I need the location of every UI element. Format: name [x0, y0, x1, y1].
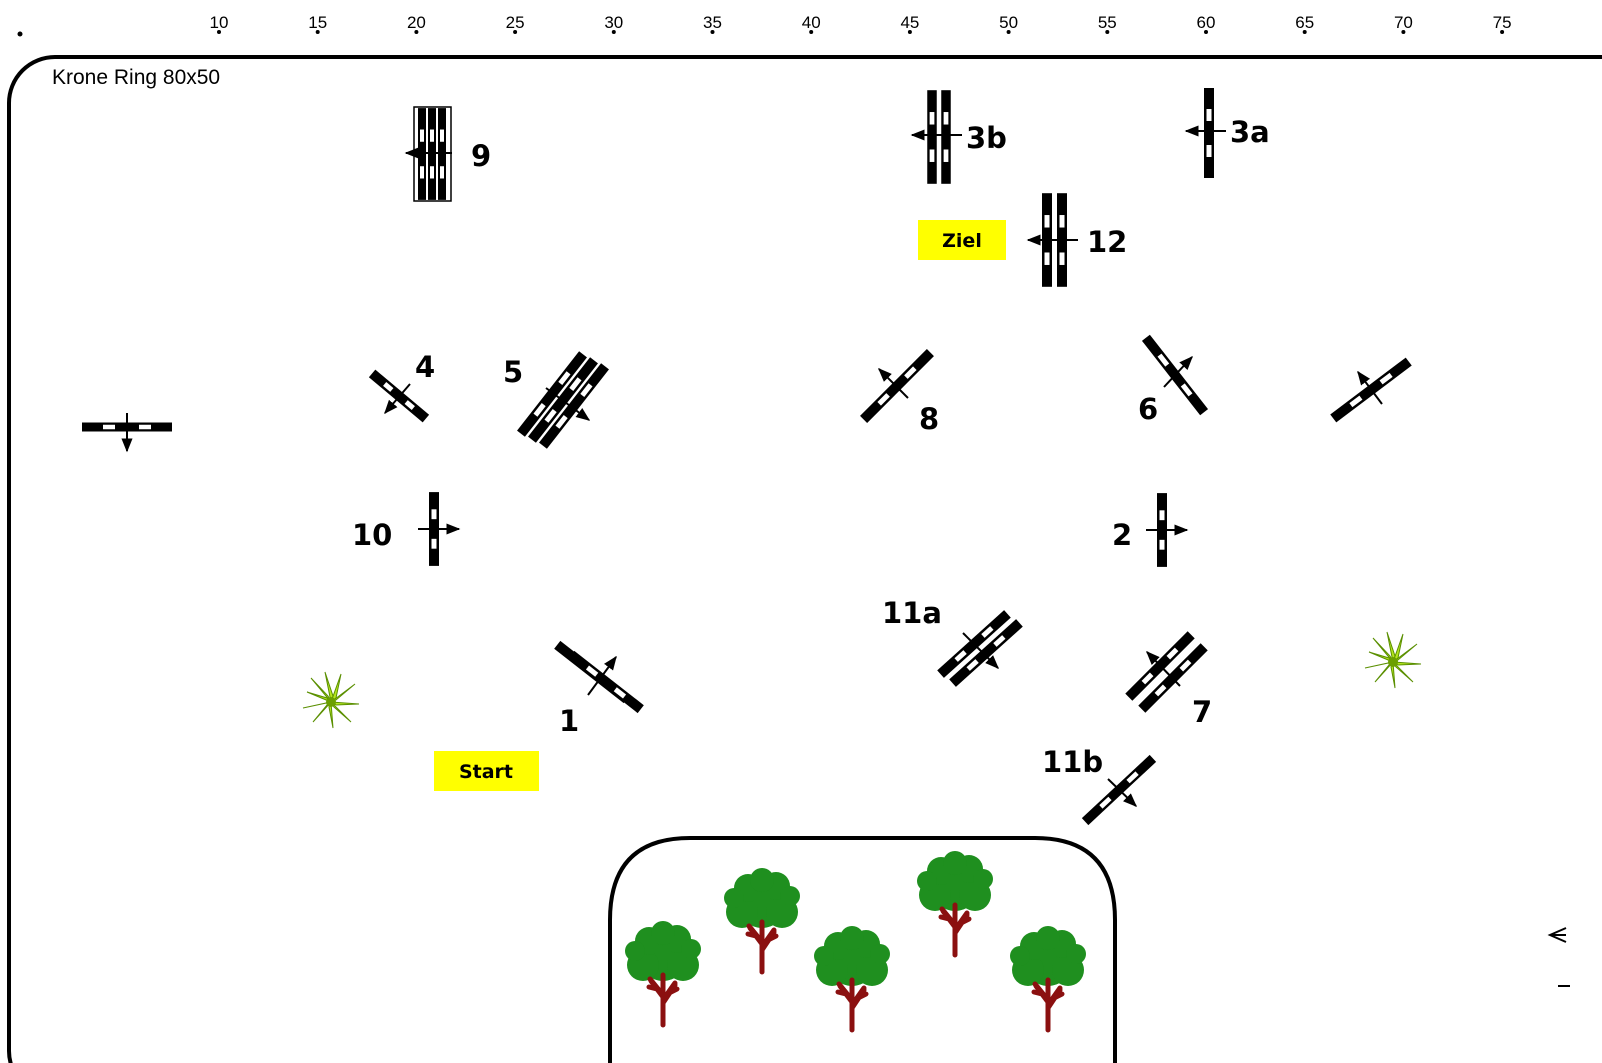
obstacle-label-11a: 11a [882, 596, 942, 630]
ruler-tick-dot [217, 30, 221, 34]
obstacle-label-12: 12 [1087, 225, 1127, 259]
tree-icon [724, 868, 800, 972]
jump-11a-icon [937, 610, 1023, 687]
ruler-tick-dot [1006, 30, 1011, 34]
jump-2-icon [1146, 493, 1189, 567]
obstacle-label-5: 5 [503, 355, 523, 389]
obstacle-label-10: 10 [352, 518, 392, 552]
jump-7-icon [1125, 631, 1208, 713]
ruler-tick-label: 40 [802, 13, 821, 32]
ruler-tick-label: 60 [1197, 13, 1216, 32]
tree-icon [814, 926, 890, 1030]
ruler-tick-label: 30 [604, 13, 623, 32]
jump-11b-icon [1081, 754, 1157, 826]
obstacle-label-8: 8 [919, 402, 939, 436]
obstacle-label-3a: 3a [1230, 115, 1270, 149]
ruler-tick-label: 70 [1394, 13, 1413, 32]
jump-9-icon [404, 106, 452, 202]
ruler-tick-dot [1500, 30, 1505, 34]
ruler-tick-dot [1105, 30, 1110, 34]
ruler-tick-label: 75 [1493, 13, 1512, 32]
jump-3a-icon [1184, 88, 1226, 178]
ruler-tick-dot [1204, 30, 1208, 34]
finish-label: Ziel [942, 230, 982, 252]
ruler-tick-dot [414, 30, 419, 34]
obstacle-label-1: 1 [559, 704, 579, 738]
start-marker: Start [434, 751, 539, 791]
ruler-tick-label: 10 [210, 13, 229, 32]
ring-title: Krone Ring 80x50 [52, 66, 220, 89]
ruler-tick-label: 50 [999, 13, 1018, 32]
tree-island [608, 836, 1117, 1063]
jump-8-icon [860, 349, 934, 423]
jump-unnumbered-left-icon [82, 413, 172, 453]
obstacle-label-11b: 11b [1042, 745, 1103, 779]
ruler-tick-dot [907, 30, 912, 34]
obstacle-label-4: 4 [415, 350, 435, 384]
jump-12-icon [1026, 193, 1078, 287]
ruler-tick-dot [1302, 30, 1307, 34]
ruler-tick-dot [315, 30, 320, 34]
ruler-tick-label: 15 [308, 13, 327, 32]
ruler-tick-label: 45 [900, 13, 919, 32]
jump-3b-icon [910, 90, 962, 184]
arena-border [7, 55, 1602, 1063]
jump-unnumbered-right-icon [1330, 357, 1412, 423]
ruler-origin-dot [17, 31, 23, 37]
ruler-tick-label: 25 [506, 13, 525, 32]
obstacle-label-3b: 3b [966, 121, 1007, 155]
jump-10-icon [418, 492, 461, 566]
ruler-tick-dot [809, 30, 814, 34]
ruler-tick-label: 35 [703, 13, 722, 32]
bush-icon [1364, 631, 1422, 689]
tree-icon [625, 921, 701, 1025]
obstacle-label-9: 9 [471, 139, 491, 173]
jump-4-icon [368, 369, 430, 423]
ruler-tick-label: 65 [1295, 13, 1314, 32]
ruler-tick-dot [1401, 30, 1406, 34]
ruler-tick-dot [611, 30, 616, 34]
ruler-tick-label: 20 [407, 13, 426, 32]
jump-6-icon [1141, 334, 1209, 416]
bush-icon [302, 671, 360, 729]
ruler-tick-dot [710, 30, 715, 34]
ruler-tick-label: 55 [1098, 13, 1117, 32]
tree-icon [917, 851, 993, 955]
start-label: Start [459, 761, 513, 783]
tree-icon [1010, 926, 1086, 1030]
obstacle-label-2: 2 [1112, 518, 1132, 552]
ruler-tick-dot [513, 30, 518, 34]
finish-marker: Ziel [918, 220, 1006, 260]
jump-1-icon [554, 640, 644, 714]
obstacle-label-6: 6 [1138, 392, 1158, 426]
jump-edge-partial-icon [1547, 927, 1570, 987]
jump-5-icon [517, 351, 609, 449]
obstacle-label-7: 7 [1192, 695, 1212, 729]
distance-ruler: 10 15 20 25 30 35 40 45 50 55 60 65 70 75 [17, 13, 1512, 37]
